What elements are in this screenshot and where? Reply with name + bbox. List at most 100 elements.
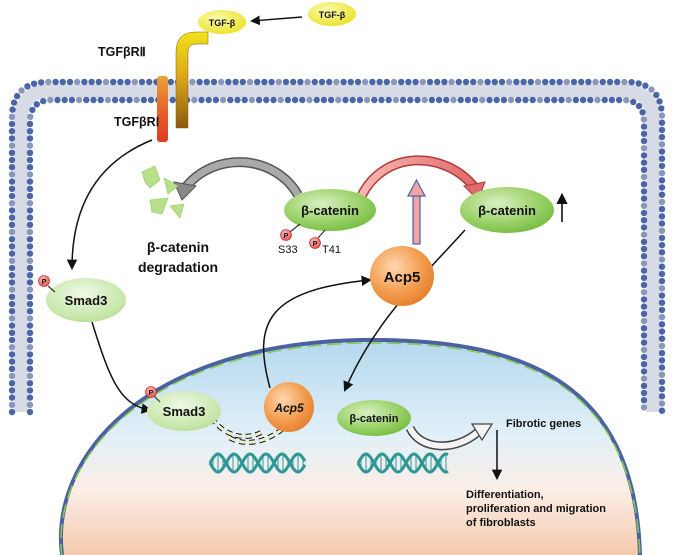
membrane-lipid-head bbox=[658, 241, 666, 249]
svg-text:P: P bbox=[313, 241, 318, 248]
membrane-lipid-head bbox=[90, 96, 97, 104]
membrane-lipid-head bbox=[640, 382, 648, 389]
membrane-lipid-head bbox=[441, 78, 448, 86]
membrane-lipid-head bbox=[320, 96, 328, 104]
membrane-lipid-head bbox=[8, 344, 16, 351]
membrane-lipid-head bbox=[658, 213, 666, 220]
acp5-cytoplasm-node: Acp5 bbox=[370, 246, 434, 306]
membrane-lipid-head bbox=[549, 78, 556, 86]
membrane-lipid-head bbox=[640, 173, 648, 181]
membrane-lipid-head bbox=[658, 148, 666, 155]
membrane-lipid-head bbox=[8, 279, 16, 286]
membrane-lipid-head bbox=[378, 96, 385, 104]
membrane-lipid-head bbox=[97, 96, 104, 104]
membrane-lipid-head bbox=[579, 96, 587, 104]
membrane-lipid-head bbox=[8, 221, 16, 228]
membrane-lipid-head bbox=[340, 78, 347, 86]
membrane-lipid-head bbox=[26, 185, 34, 192]
membrane-lipid-head bbox=[405, 78, 412, 86]
membrane-lipid-head bbox=[363, 96, 371, 104]
outcome-line2: proliferation and migration bbox=[466, 503, 606, 515]
membrane-lipid-head bbox=[277, 96, 284, 104]
phospho-nuclear-smad3-marker: P bbox=[145, 386, 157, 398]
membrane-lipid-head bbox=[167, 78, 174, 86]
membrane-lipid-head bbox=[640, 253, 648, 260]
outcome-line3: of fibroblasts bbox=[466, 517, 536, 529]
membrane-lipid-head bbox=[138, 78, 146, 86]
membrane-lipid-head bbox=[117, 78, 124, 86]
membrane-lipid-head bbox=[24, 83, 31, 90]
membrane-lipid-head bbox=[299, 96, 306, 104]
membrane-lipid-head bbox=[26, 365, 34, 372]
membrane-lipid-head bbox=[506, 78, 513, 86]
membrane-lipid-head bbox=[640, 325, 648, 332]
membrane-lipid-head bbox=[640, 260, 648, 267]
membrane-lipid-head bbox=[203, 78, 210, 86]
membrane-lipid-head bbox=[8, 408, 16, 416]
membrane-lipid-head bbox=[383, 78, 390, 86]
membrane-lipid-head bbox=[658, 321, 666, 328]
membrane-lipid-head bbox=[658, 270, 666, 278]
membrane-lipid-head bbox=[479, 96, 486, 104]
membrane-lipid-head bbox=[640, 404, 648, 411]
membrane-lipid-head bbox=[8, 200, 16, 207]
membrane-lipid-head bbox=[8, 156, 16, 164]
membrane-lipid-head bbox=[26, 192, 34, 200]
membrane-lipid-head bbox=[8, 380, 16, 387]
membrane-lipid-head bbox=[306, 96, 313, 104]
membrane-lipid-head bbox=[658, 335, 666, 342]
membrane-lipid-head bbox=[658, 205, 666, 213]
beta-catenin-stabilized-node: β-catenin bbox=[460, 187, 554, 233]
acp5-promotes-arrow bbox=[407, 178, 426, 245]
membrane-lipid-head bbox=[640, 209, 648, 217]
membrane-lipid-head bbox=[26, 142, 34, 149]
membrane-lipid-head bbox=[563, 78, 570, 86]
smad3-label: Smad3 bbox=[65, 293, 108, 308]
membrane-lipid-head bbox=[658, 328, 666, 335]
membrane-lipid-head bbox=[658, 162, 666, 170]
membrane-lipid-head bbox=[471, 96, 479, 104]
membrane-lipid-head bbox=[26, 344, 34, 351]
membrane-lipid-head bbox=[457, 96, 464, 104]
membrane-lipid-head bbox=[8, 243, 16, 250]
membrane-lipid-head bbox=[8, 329, 16, 336]
phospho-smad3-marker: P bbox=[38, 275, 50, 287]
membrane-lipid-head bbox=[131, 78, 138, 86]
membrane-lipid-head bbox=[570, 78, 578, 86]
membrane-lipid-head bbox=[565, 96, 572, 104]
membrane-lipid-head bbox=[392, 96, 400, 104]
membrane-lipid-head bbox=[529, 96, 536, 104]
membrane-lipid-head bbox=[507, 96, 515, 104]
membrane-lipid-head bbox=[26, 135, 34, 142]
membrane-lipid-head bbox=[347, 78, 354, 86]
membrane-lipid-head bbox=[313, 96, 320, 104]
membrane-lipid-head bbox=[8, 264, 16, 272]
membrane-lipid-head bbox=[640, 181, 648, 188]
membrane-lipid-head bbox=[362, 78, 369, 86]
membrane-lipid-head bbox=[500, 96, 508, 104]
membrane-lipid-head bbox=[119, 96, 126, 104]
membrane-lipid-head bbox=[8, 322, 16, 329]
membrane-lipid-head bbox=[169, 96, 176, 104]
membrane-lipid-head bbox=[640, 389, 648, 397]
membrane-lipid-head bbox=[284, 96, 292, 104]
tgfbr2-label: TGFβRⅡ bbox=[98, 45, 146, 59]
membrane-lipid-head bbox=[26, 358, 34, 365]
svg-text:P: P bbox=[42, 279, 47, 286]
membrane-lipid-head bbox=[47, 96, 54, 104]
membrane-lipid-head bbox=[75, 96, 83, 104]
membrane-lipid-head bbox=[311, 78, 318, 86]
membrane-lipid-head bbox=[52, 78, 59, 86]
degradation-label-line1: β-catenin bbox=[147, 239, 209, 255]
receptor-to-smad3-arrow bbox=[66, 139, 153, 271]
membrane-lipid-head bbox=[68, 96, 76, 104]
membrane-lipid-head bbox=[515, 96, 522, 104]
membrane-lipid-head bbox=[8, 142, 16, 149]
membrane-lipid-head bbox=[412, 78, 419, 86]
membrane-lipid-head bbox=[191, 96, 198, 104]
membrane-lipid-head bbox=[8, 351, 16, 358]
membrane-lipid-head bbox=[640, 130, 648, 137]
membrane-lipid-head bbox=[477, 78, 484, 86]
svg-text:P: P bbox=[284, 233, 289, 240]
membrane-lipid-head bbox=[248, 96, 256, 104]
